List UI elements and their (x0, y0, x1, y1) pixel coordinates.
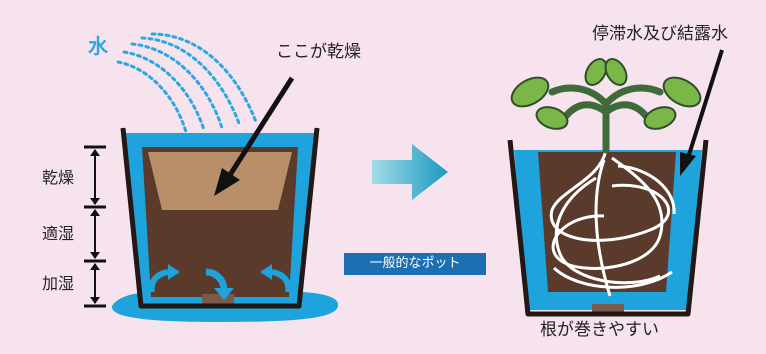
arrow-left-curl (148, 269, 169, 293)
right-pot (507, 58, 709, 317)
right-drain-hole (592, 304, 624, 312)
arrow-center-curl (205, 268, 228, 291)
left-pot (111, 127, 339, 322)
water-label: 水 (88, 34, 108, 58)
plant-stem (548, 84, 664, 154)
stagnant-pointer-arrow (680, 49, 724, 176)
zone-label-moderate: 適湿 (42, 224, 75, 243)
roots (549, 149, 676, 297)
zone-label-wet: 加湿 (42, 274, 75, 293)
left-pot-outline (120, 127, 320, 309)
arrow-right-curl (271, 269, 292, 293)
roots-wind-label: 根が巻きやすい (540, 320, 659, 340)
moisture-scale (84, 145, 106, 308)
pot-type-badge: 一般的なポット (344, 253, 486, 275)
transition-arrow (372, 144, 448, 200)
dry-pointer-arrow (214, 76, 295, 196)
stagnant-water-label: 停滞水及び結露水 (592, 24, 728, 44)
zone-label-dry: 乾燥 (42, 168, 75, 187)
water-spray (116, 32, 258, 134)
dry-spot-label: ここが乾燥 (276, 42, 361, 62)
right-pot-outline (507, 139, 709, 317)
drain-hole (202, 294, 234, 304)
plant-leaves (510, 58, 702, 130)
